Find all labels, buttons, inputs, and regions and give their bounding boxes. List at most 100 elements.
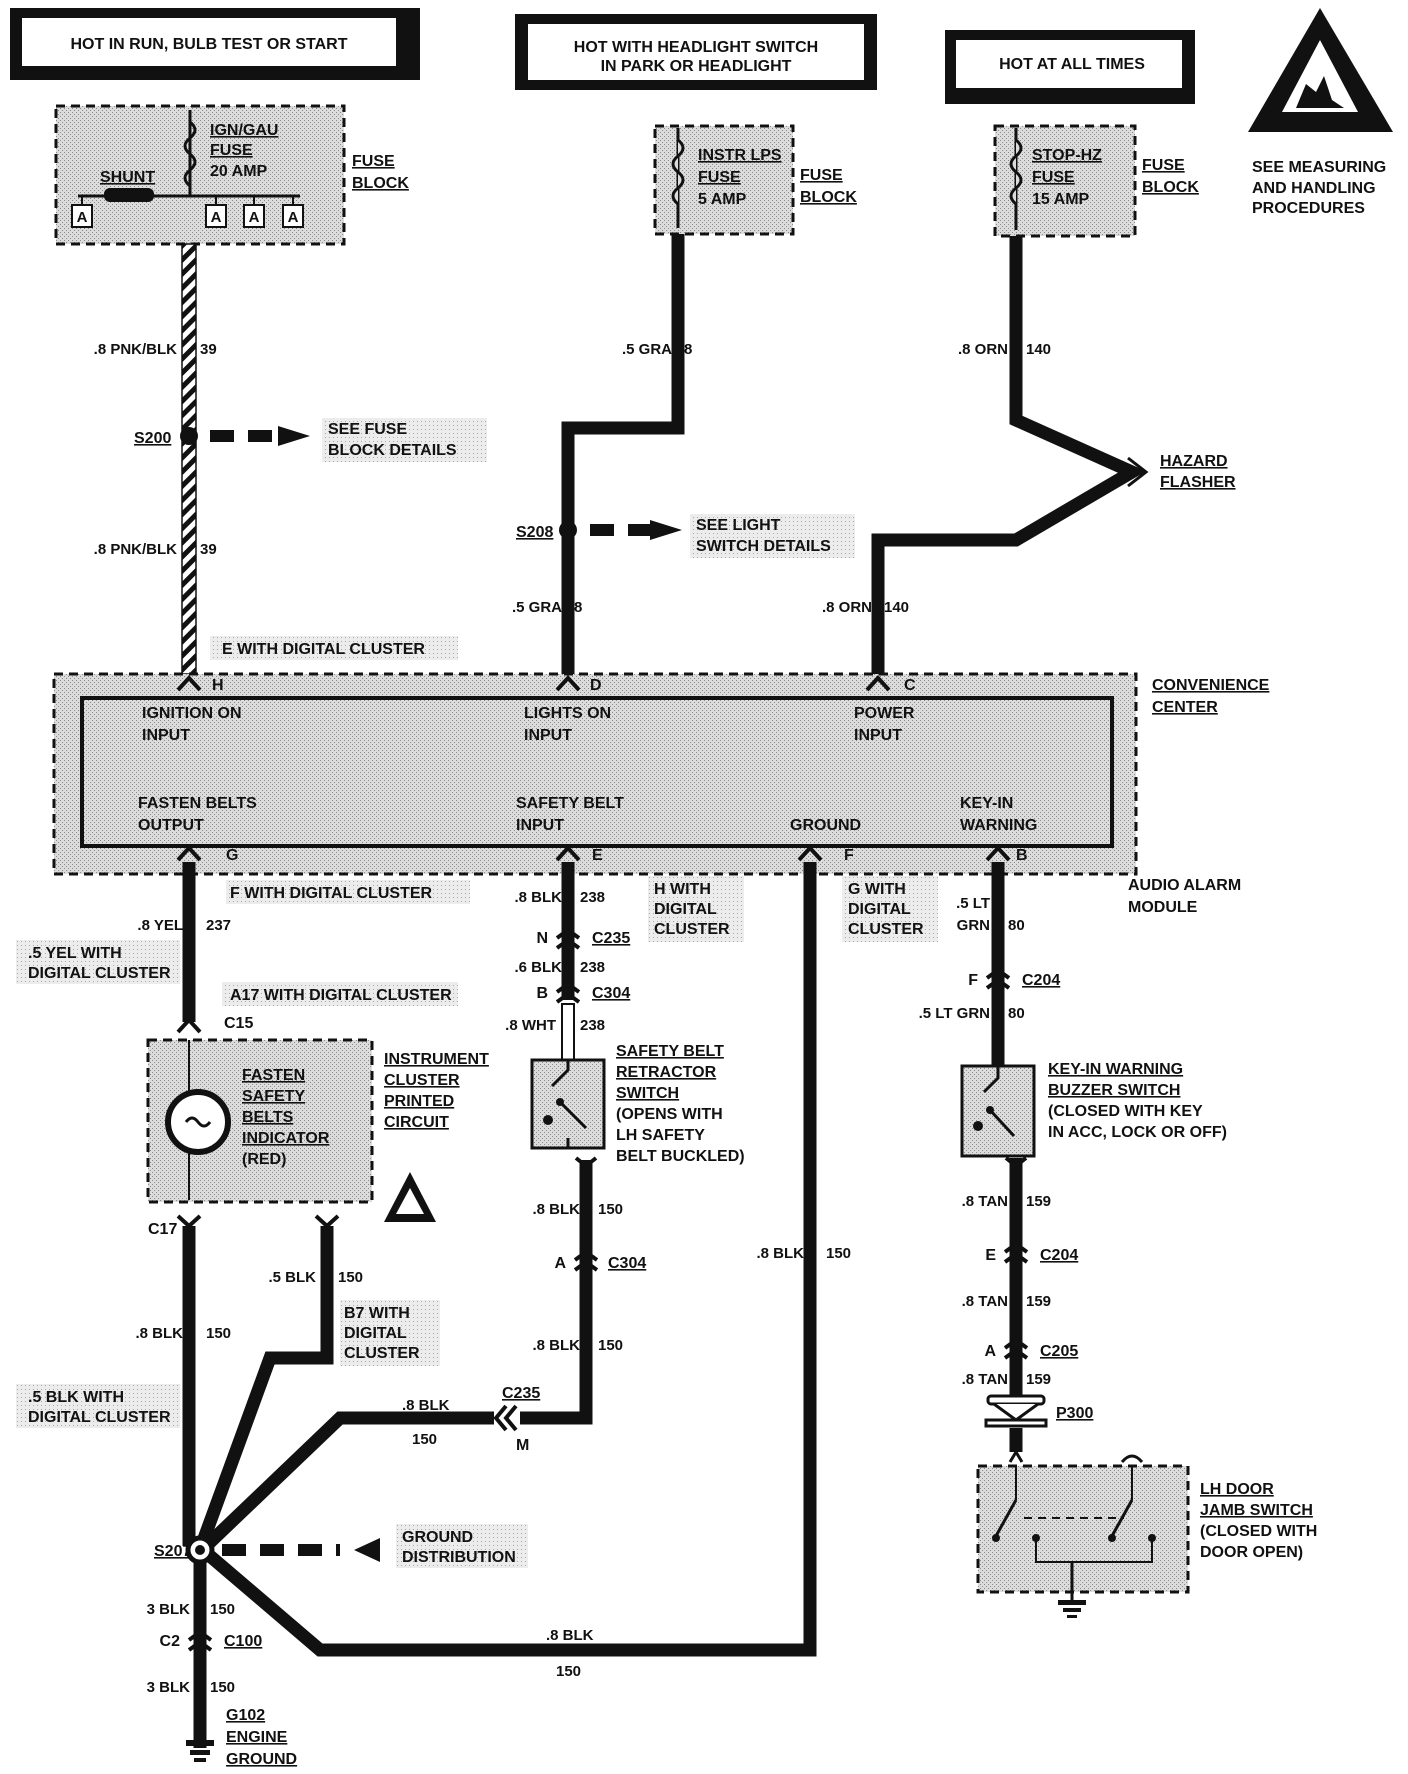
conn-c205: C205: [1040, 1343, 1078, 1360]
wire-label-tan2: .8 TAN: [962, 1293, 1008, 1310]
wire-num-blk150c: 150: [412, 1431, 437, 1448]
wire-num-gra2: 8: [574, 599, 582, 616]
wire-label-pnk1: .8 PNK/BLK: [94, 341, 178, 358]
header-hot-with-headlight: HOT WITH HEADLIGHT SWITCH IN PARK OR HEA…: [515, 14, 877, 90]
conn-c15: C15: [224, 1015, 253, 1032]
pin-b: B: [1016, 847, 1028, 864]
header-headlight-line2: IN PARK OR HEADLIGHT: [601, 58, 792, 75]
input-ignition-1: IGNITION ON: [142, 705, 242, 722]
wire-label-blk238a: .8 BLK: [514, 889, 562, 906]
wire-label-yel: .8 YEL: [137, 917, 183, 934]
fuse-block-label-1a: FUSE: [352, 153, 395, 170]
wire-num-gra1: 8: [684, 341, 692, 358]
conn-c17: C17: [148, 1221, 177, 1238]
fuse-block-label-3a: FUSE: [1142, 157, 1185, 174]
conn-c304b: C304: [592, 985, 630, 1002]
fuse-ign-gau: A A A A IGN/GAU FUSE 20 AMP SHUNT FUSE B…: [54, 104, 409, 246]
note-b7-2: DIGITAL: [344, 1325, 407, 1342]
wire-blk-150-b7: [195, 1226, 334, 1547]
conn-c204f: C204: [1022, 972, 1060, 989]
door-label-4: DOOR OPEN): [1200, 1544, 1303, 1561]
output-fasten-2: OUTPUT: [138, 817, 204, 834]
conn-c204e-pin: E: [985, 1247, 996, 1264]
output-keyin-2: WARNING: [960, 817, 1037, 834]
note-g-2: DIGITAL: [848, 901, 911, 918]
shunt-label: SHUNT: [100, 169, 155, 186]
header-hot-at-all-times: HOT AT ALL TIMES: [945, 30, 1195, 104]
conn-c235m: C235: [502, 1385, 540, 1402]
fuse-block-label-1b: BLOCK: [352, 175, 409, 192]
esd-small-icon: [384, 1172, 436, 1222]
note-yel5-1: .5 YEL WITH: [28, 945, 122, 962]
conn-p300: P300: [1056, 1405, 1093, 1422]
module-label-1: CONVENIENCE: [1152, 677, 1270, 694]
pin-d: D: [590, 677, 602, 694]
wire-num-wht238: 238: [580, 1017, 605, 1034]
lh-door-jamb-switch: LH DOOR JAMB SWITCH (CLOSED WITH DOOR OP…: [976, 1464, 1317, 1618]
conn-c100-pin: C2: [160, 1633, 181, 1650]
note-f-digital: F WITH DIGITAL CLUSTER: [230, 885, 433, 902]
ground-label-3: GROUND: [226, 1751, 297, 1768]
wire-label-wht238: .8 WHT: [505, 1017, 556, 1034]
wire-num-tan1: 159: [1026, 1193, 1051, 1210]
hazard-label-1: HAZARD: [1160, 453, 1228, 470]
esd-note-line2: AND HANDLING: [1252, 180, 1376, 197]
wire-num-orn1: 140: [1026, 341, 1051, 358]
door-label-2: JAMB SWITCH: [1200, 1502, 1313, 1519]
wire-label-blk150e: .5 BLK: [268, 1269, 316, 1286]
fuse-block-label-2b: BLOCK: [800, 189, 857, 206]
s208-ref-2: SWITCH DETAILS: [696, 538, 831, 555]
conn-c235-pin: N: [536, 930, 548, 947]
s200-label: S200: [134, 430, 171, 447]
module-label-2: CENTER: [1152, 699, 1218, 716]
fuse-instr-name: INSTR LPS: [698, 147, 782, 164]
conn-c235m-pin: M: [516, 1437, 529, 1454]
fuse-stop-fuse: FUSE: [1032, 169, 1075, 186]
buzzer-4: IN ACC, LOCK OR OFF): [1048, 1124, 1227, 1141]
fuse-stop-hz: STOP-HZ FUSE 15 AMP FUSE BLOCK: [993, 124, 1199, 238]
wire-blk-150-c235: [520, 1411, 593, 1425]
wire-num-blk238b: 238: [580, 959, 605, 976]
cluster-ind-4: INDICATOR: [242, 1130, 330, 1147]
svg-text:A: A: [211, 209, 222, 226]
output-safety-1: SAFETY BELT: [516, 795, 624, 812]
wire-label-tan3: .8 TAN: [962, 1371, 1008, 1388]
wire-num-blk150b: 150: [598, 1337, 623, 1354]
note-b7-3: CLUSTER: [344, 1345, 420, 1362]
buzzer-2: BUZZER SWITCH: [1048, 1082, 1180, 1099]
s207-ref-2: DISTRIBUTION: [402, 1549, 516, 1566]
pin-g: G: [226, 847, 238, 864]
conn-c204e: C204: [1040, 1247, 1078, 1264]
buzzer-3: (CLOSED WITH KEY: [1048, 1103, 1203, 1120]
note-b7-1: B7 WITH: [344, 1305, 410, 1322]
svg-text:A: A: [288, 209, 299, 226]
door-label-1: LH DOOR: [1200, 1481, 1274, 1498]
pin-e: E: [592, 847, 603, 864]
output-fasten-1: FASTEN BELTS: [138, 795, 257, 812]
input-power-2: INPUT: [854, 727, 902, 744]
s207-label: S207: [154, 1543, 191, 1560]
wire-label-blk150f: .8 BLK: [135, 1325, 183, 1342]
pin-c: C: [904, 677, 916, 694]
note-blk5-1: .5 BLK WITH: [28, 1389, 124, 1406]
splice-s208: S208 SEE LIGHT SWITCH DETAILS: [516, 514, 855, 558]
header-always-text: HOT AT ALL TIMES: [999, 56, 1145, 73]
wire-label-pnk2: .8 PNK/BLK: [94, 541, 178, 558]
input-ignition-2: INPUT: [142, 727, 190, 744]
wire-wht-238: [561, 1003, 575, 1061]
wire-label-blk150b: .8 BLK: [532, 1337, 580, 1354]
engine-ground-icon: G102 ENGINE GROUND: [186, 1707, 297, 1768]
note-a17: A17 WITH DIGITAL CLUSTER: [230, 987, 452, 1004]
note-h-1: H WITH: [654, 881, 711, 898]
retractor-1: SAFETY BELT: [616, 1043, 724, 1060]
retractor-3: SWITCH: [616, 1085, 679, 1102]
p300-grommet: P300: [984, 1394, 1093, 1428]
output-keyin-1: KEY-IN: [960, 795, 1013, 812]
fuse-ign-fuse: FUSE: [210, 142, 253, 159]
door-label-3: (CLOSED WITH: [1200, 1523, 1317, 1540]
s200-ref-1: SEE FUSE: [328, 421, 407, 438]
ground-label-2: ENGINE: [226, 1729, 288, 1746]
fuse-stop-rating: 15 AMP: [1032, 191, 1090, 208]
esd-note-line1: SEE MEASURING: [1252, 159, 1386, 176]
instrument-cluster: FASTEN SAFETY BELTS INDICATOR (RED) INST…: [146, 1038, 489, 1204]
